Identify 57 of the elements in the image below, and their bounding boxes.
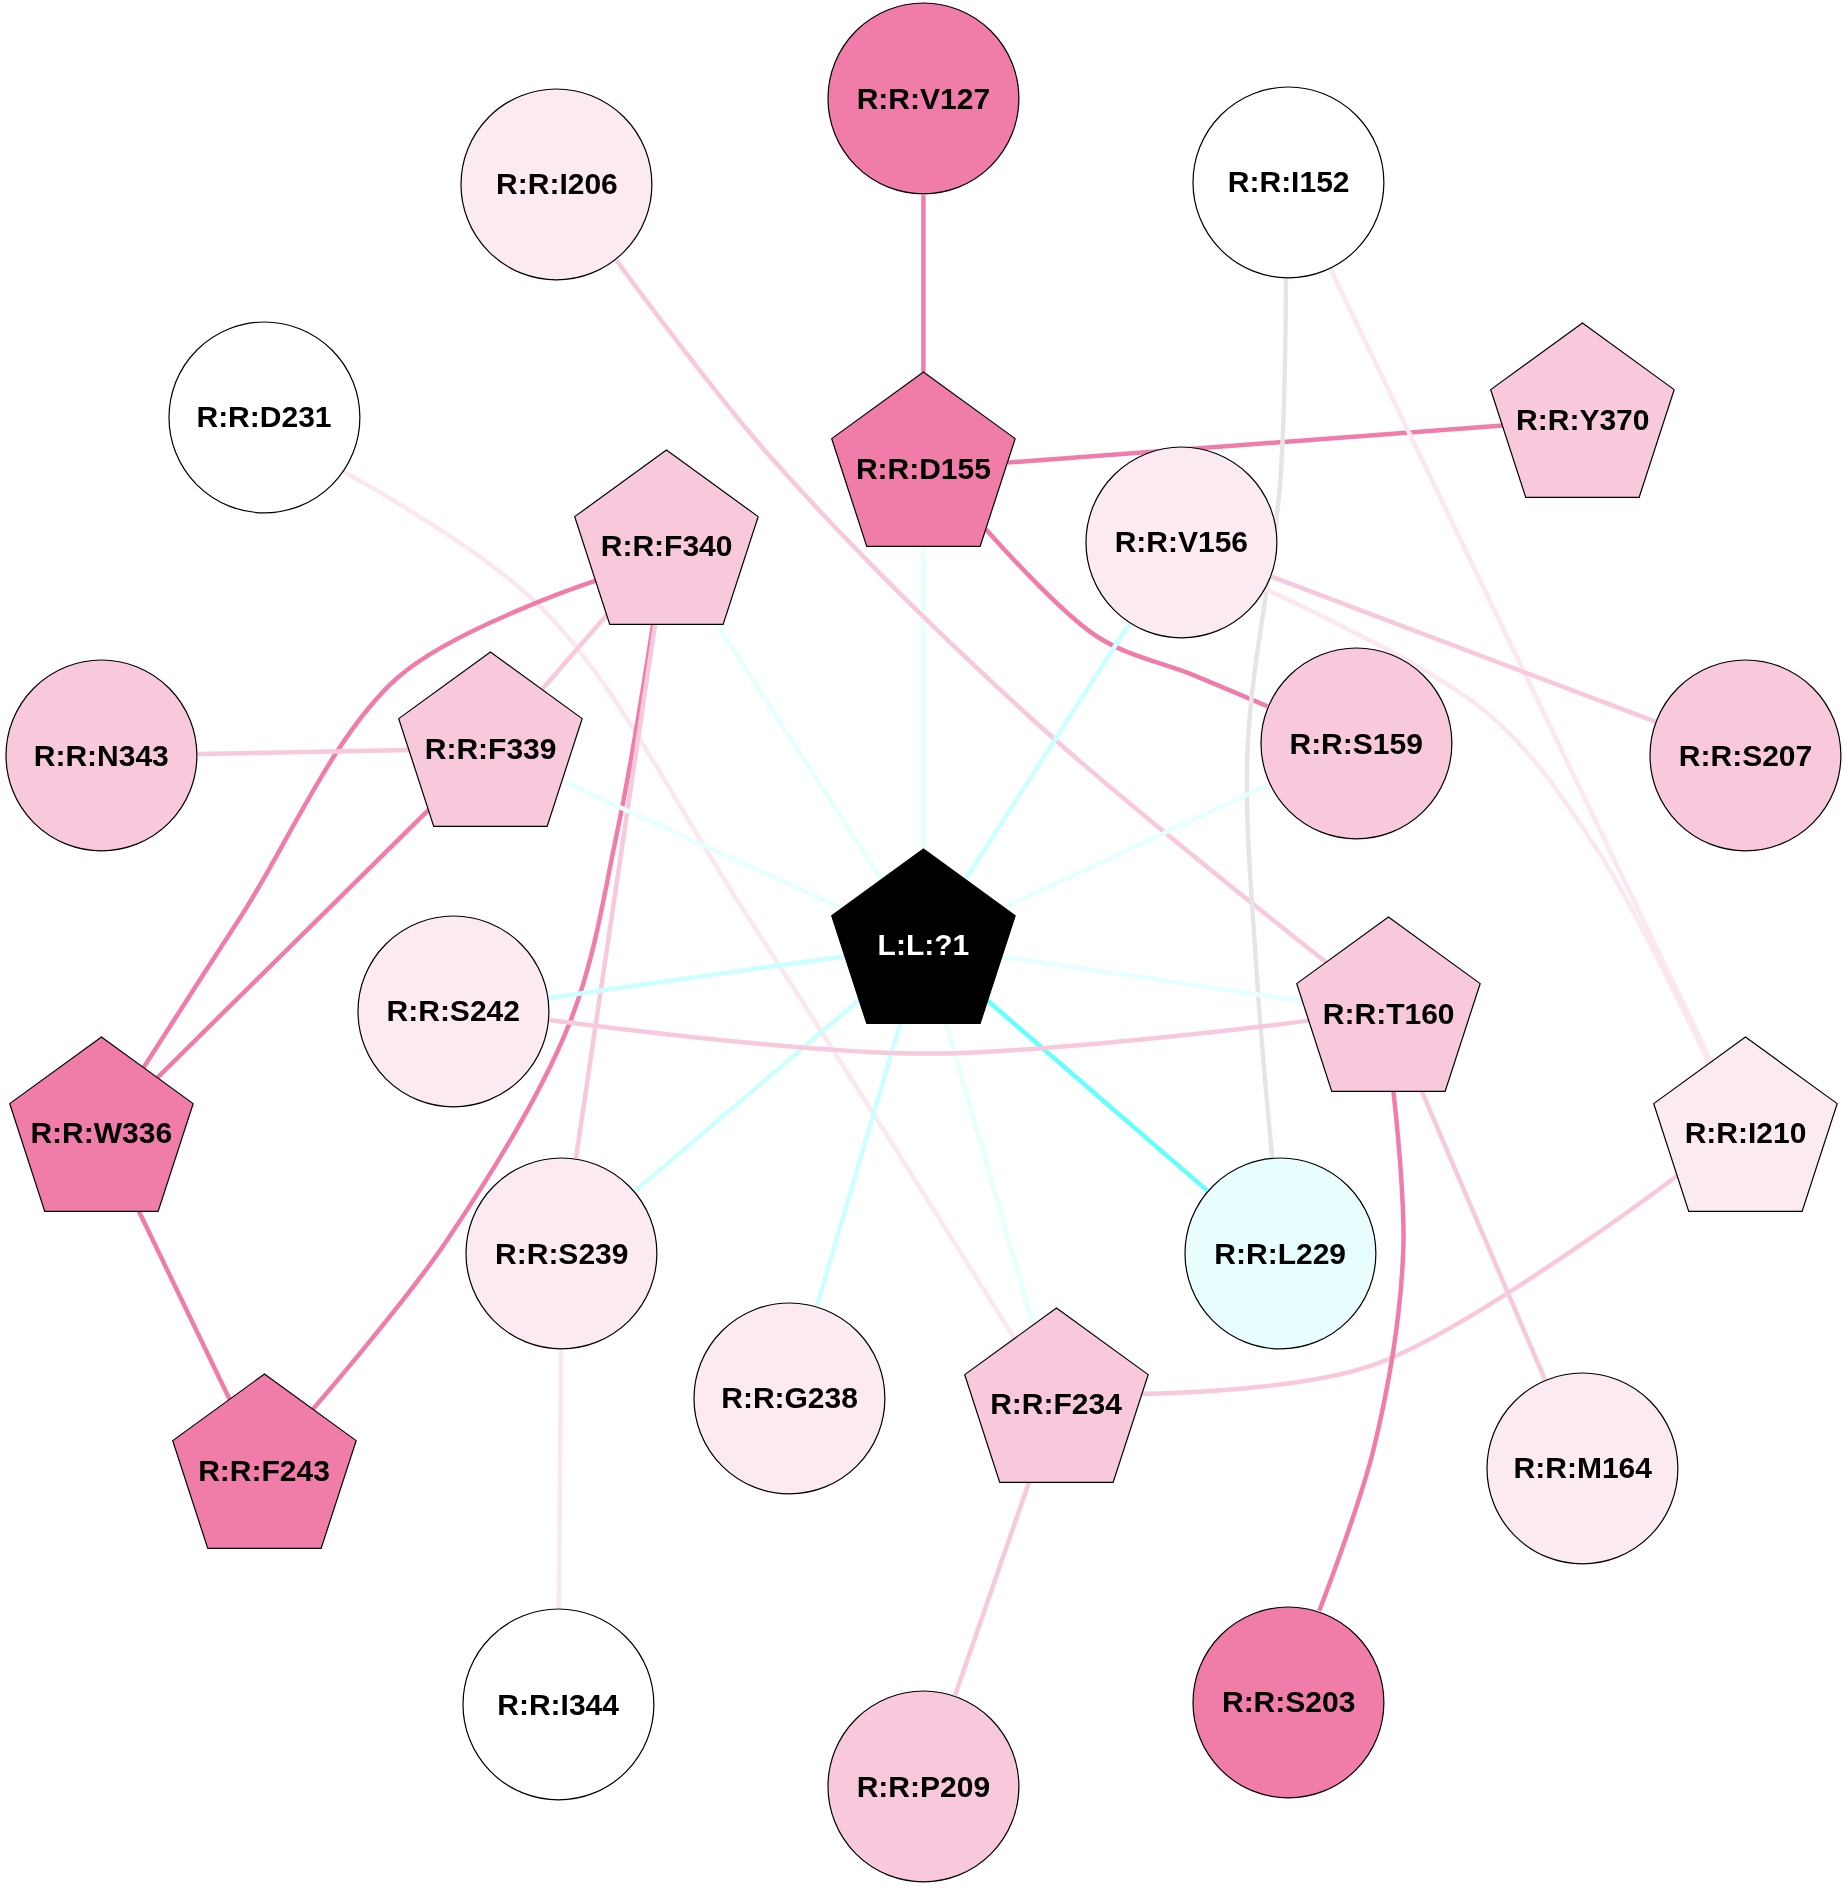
- connector-line: [549, 1017, 1310, 1056]
- node-label: R:R:L229: [1214, 1238, 1347, 1269]
- connector-line: [540, 613, 609, 691]
- connector-line: [943, 1022, 1036, 1326]
- connector-line: [614, 259, 1328, 965]
- node-label: L:L:?1: [877, 930, 970, 961]
- node-label: R:R:T160: [1322, 998, 1455, 1029]
- node-label: R:R:I344: [497, 1689, 619, 1720]
- connector-line: [633, 998, 861, 1193]
- node-label: R:R:F243: [198, 1455, 330, 1486]
- node-label: R:R:S242: [386, 996, 520, 1027]
- connector-line: [561, 779, 843, 911]
- connector-line: [197, 747, 410, 757]
- connector-line: [1141, 1173, 1679, 1396]
- node-label: R:R:S207: [1678, 740, 1813, 771]
- node-label: R:R:M164: [1513, 1453, 1652, 1484]
- connector-line: [921, 195, 926, 373]
- node-label: R:R:V156: [1114, 527, 1249, 558]
- node-label: R:R:I206: [496, 169, 618, 200]
- connector-line: [141, 578, 597, 1069]
- connector-line: [1270, 574, 1657, 724]
- connector-line: [1328, 268, 1714, 1063]
- connector-line: [1317, 1091, 1406, 1612]
- node-label: R:R:V127: [856, 83, 991, 114]
- node-label: R:R:I152: [1227, 167, 1350, 197]
- node-label: R:R:Y370: [1516, 404, 1650, 435]
- connector-line: [984, 527, 1269, 709]
- node-label: R:R:D155: [855, 453, 991, 484]
- node-label: R:R:D231: [196, 402, 332, 433]
- node-label: R:R:N343: [33, 740, 169, 771]
- connector-line: [963, 622, 1132, 881]
- node-label: R:R:G238: [721, 1383, 858, 1414]
- connector-line: [1244, 278, 1289, 1158]
- node-label: R:R:F234: [990, 1389, 1122, 1420]
- node-label: R:R:F339: [424, 733, 557, 764]
- node-label: R:R:S203: [1221, 1687, 1356, 1718]
- connector-line: [556, 1350, 564, 1609]
- node-label: R:R:W336: [30, 1118, 173, 1149]
- connector-line: [155, 808, 431, 1080]
- connector-line: [1007, 423, 1503, 465]
- connector-line: [921, 546, 926, 849]
- connector-line: [1419, 1090, 1547, 1381]
- connector-line: [952, 1481, 1032, 1697]
- connector-line: [814, 1022, 903, 1307]
- connector-line: [1001, 954, 1303, 1004]
- connector-line: [1264, 587, 1711, 1065]
- connector-line: [548, 953, 846, 1001]
- connector-line: [136, 1210, 232, 1401]
- connector-line: [573, 623, 658, 1159]
- node-label: R:R:S239: [495, 1238, 629, 1269]
- connector-line: [310, 623, 656, 1411]
- node-label: R:R:S159: [1289, 728, 1423, 759]
- node-label: R:R:F340: [600, 531, 733, 562]
- node-label: R:R:P209: [856, 1771, 991, 1802]
- node-label: R:R:I210: [1684, 1118, 1807, 1149]
- connector-line: [342, 469, 1017, 1340]
- connector-line: [1003, 782, 1270, 910]
